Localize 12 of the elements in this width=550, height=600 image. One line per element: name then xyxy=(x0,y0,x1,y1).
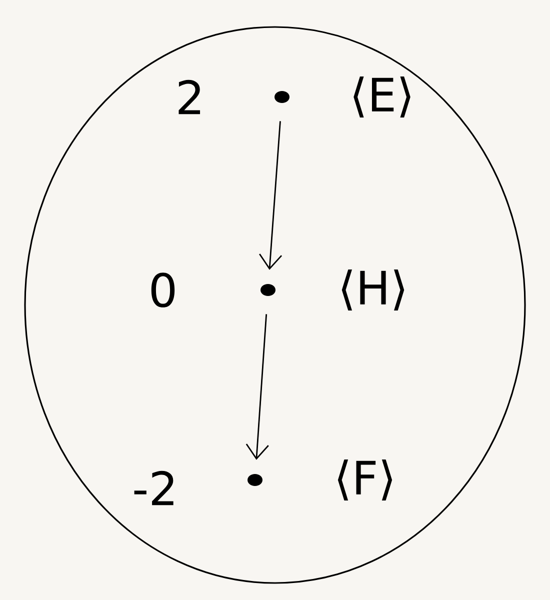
arrow xyxy=(259,121,282,270)
weight-label: 2 xyxy=(178,80,200,114)
dot xyxy=(248,474,262,486)
vector-label: ⟨H⟩ xyxy=(342,270,404,310)
weight-label: -2 xyxy=(134,470,174,506)
dot xyxy=(274,91,290,103)
vector-label: ⟨E⟩ xyxy=(354,76,410,118)
arrow xyxy=(246,314,269,460)
weight-label: 0 xyxy=(151,272,175,308)
large-circle xyxy=(24,26,526,584)
vector-label: ⟨F⟩ xyxy=(338,460,392,500)
dot xyxy=(260,284,276,296)
